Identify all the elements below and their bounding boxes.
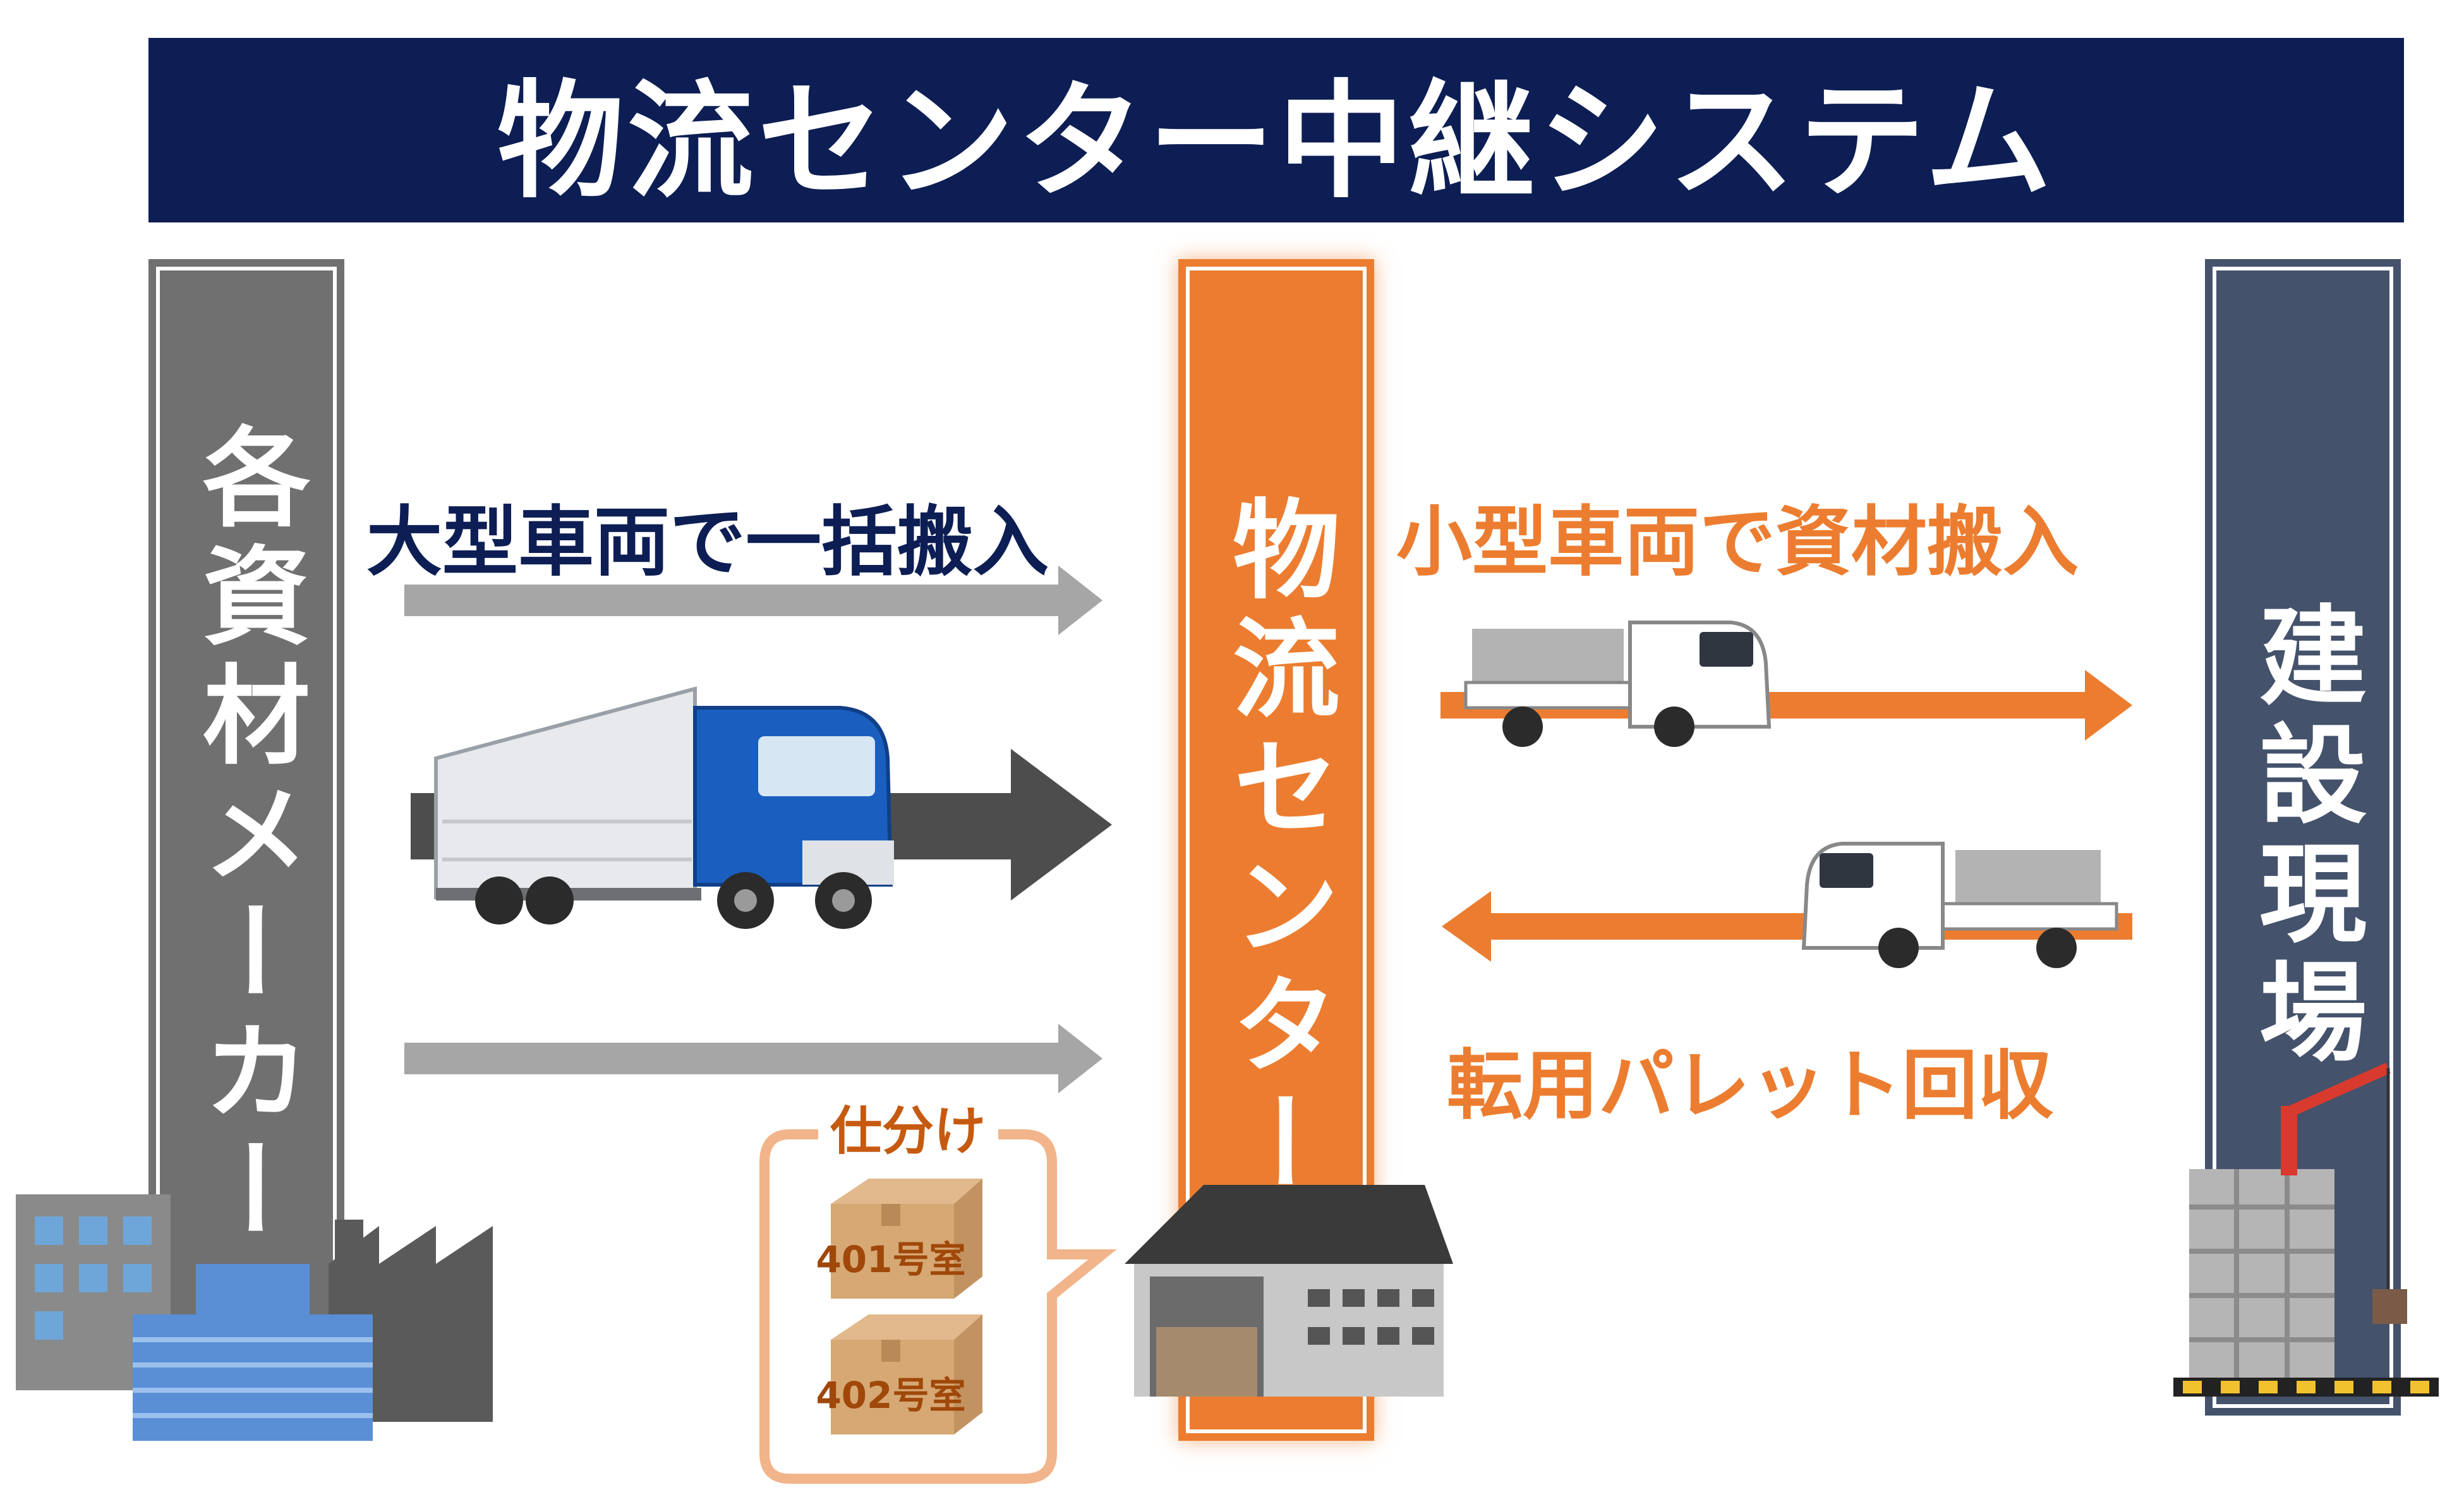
- arrow-upper-gray: [404, 566, 1102, 635]
- cardboard-box-icon: [831, 1179, 982, 1299]
- large-truck-icon: [434, 686, 894, 929]
- pillar-logistics-center-label: 物流センター: [1214, 494, 1339, 1206]
- box-label-402: 402号室: [816, 1374, 965, 1417]
- small-truck-return-icon: [1801, 842, 2118, 968]
- page-title: 物流センター中継システム: [497, 68, 2055, 215]
- factory-icon: [16, 1194, 493, 1441]
- caption-pallet-return: 転用パレット回収: [1447, 1042, 2053, 1130]
- title-banner: 物流センター中継システム: [148, 38, 2404, 222]
- pillar-material-makers: 各資材メーカー: [148, 259, 344, 1416]
- sorting-label: 仕分け: [830, 1101, 986, 1161]
- caption-large-vehicle: 大型車両で一括搬入: [366, 499, 1049, 586]
- pillar-material-makers-label: 各資材メーカー: [184, 422, 309, 1253]
- caption-small-vehicle: 小型車両で資材搬入: [1396, 499, 2079, 586]
- construction-site-icon: [2173, 1062, 2439, 1397]
- arrow-lower-gray: [404, 1024, 1102, 1093]
- pillar-construction-site-label: 建設現場: [2240, 600, 2365, 1075]
- small-truck-icon: [1464, 621, 1772, 747]
- cardboard-box-icon: [831, 1314, 982, 1434]
- warehouse-icon: [1125, 1185, 1453, 1397]
- box-label-401: 401号室: [816, 1238, 965, 1281]
